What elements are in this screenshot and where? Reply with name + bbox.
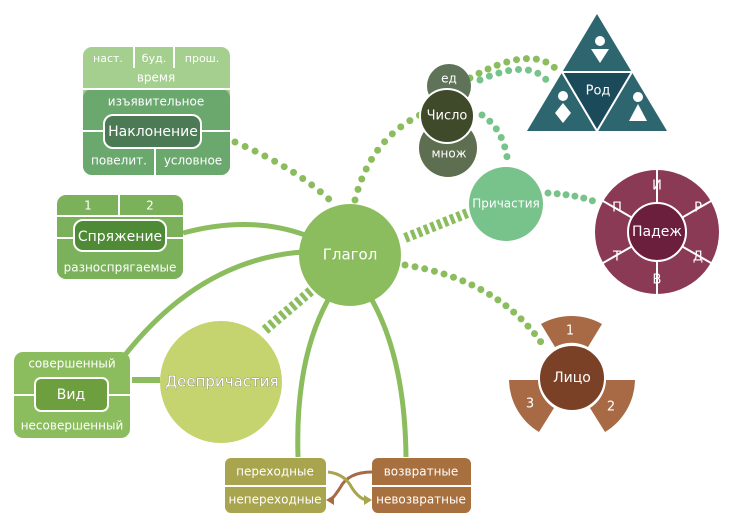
connector-chislo-prich: [478, 111, 512, 169]
lico-1: 1: [566, 324, 574, 339]
spryazhenie-2: 2: [146, 199, 154, 213]
spryazhenie-1: 1: [84, 199, 92, 213]
naklonenie-label: Наклонение: [108, 124, 198, 140]
deeprichastiya-label: Деепричастия: [165, 373, 278, 391]
deeprichastiya-node[interactable]: Деепричастия: [160, 321, 282, 443]
padezh-node[interactable]: Падеж И Р Д В Т П: [595, 170, 719, 294]
padezh-r: Р: [694, 201, 702, 216]
connector-deeprich: [261, 286, 316, 334]
prichastiya-label: Причастия: [472, 197, 540, 211]
prichastiya-node[interactable]: Причастия: [469, 167, 543, 241]
spryazhenie-node[interactable]: 1 2 Спряжение разноспрягаемые: [57, 195, 183, 279]
spryazhenie-label: Спряжение: [78, 229, 162, 245]
lico-label: Лицо: [553, 370, 591, 386]
vozvratnye: возвратные: [384, 465, 459, 479]
padezh-p: П: [612, 201, 622, 216]
vid-bottom: несовершенный: [21, 419, 124, 433]
neperehodnye: непереходные: [229, 493, 322, 507]
center-node[interactable]: Глагол: [299, 204, 401, 306]
vid-node[interactable]: совершенный Вид несовершенный: [14, 352, 130, 438]
chislo-label: Число: [427, 109, 468, 124]
connector-rod-1: [466, 55, 559, 82]
connector-perehodnye: [295, 298, 331, 458]
padezh-i: И: [652, 179, 662, 194]
rod-node[interactable]: Род: [527, 14, 667, 133]
vozvratnost-node[interactable]: возвратные невозвратные: [372, 458, 471, 513]
vid-top: совершенный: [28, 357, 115, 371]
padezh-label: Падеж: [632, 224, 682, 240]
perehodnye: переходные: [236, 465, 314, 479]
connector-naklonenie: [231, 138, 339, 209]
center-label: Глагол: [323, 246, 378, 264]
connectors: [123, 55, 602, 505]
connector-chislo: [351, 111, 424, 204]
lico-node[interactable]: Лицо 1 2 3: [509, 315, 635, 432]
rod-label: Род: [586, 84, 611, 99]
connector-lico: [401, 261, 549, 352]
arrow-head-right-icon: [364, 495, 372, 505]
time-nast: наст.: [93, 52, 123, 65]
connector-spryazhenie: [182, 222, 306, 238]
naklonenie-bottom-left: повелит.: [91, 154, 147, 168]
chislo-ed: ед: [441, 72, 457, 86]
time-bud: буд.: [142, 52, 166, 65]
feminine-figure-icon: [629, 92, 647, 121]
lico-2: 2: [607, 400, 615, 415]
padezh-v: В: [653, 273, 662, 288]
connector-rod-2: [476, 66, 552, 86]
connector-vozvratnye: [369, 298, 409, 458]
naklonenie-top: изъявительное: [108, 95, 204, 109]
time-prosh: прош.: [185, 52, 219, 65]
chislo-mnozh: множ: [431, 147, 466, 161]
neuter-figure-icon: [555, 91, 571, 123]
masculine-figure-icon: [591, 36, 609, 63]
connector-padezh: [544, 189, 602, 207]
spryazhenie-bottom: разноспрягаемые: [64, 261, 177, 275]
vid-label: Вид: [57, 387, 85, 403]
chislo-node[interactable]: ед Число множ: [419, 64, 477, 177]
connector-vid: [123, 249, 303, 357]
time-label: время: [137, 71, 175, 85]
connector-prichastiya: [403, 207, 472, 243]
lico-3: 3: [526, 397, 534, 412]
perehodnost-node[interactable]: переходные непереходные: [225, 458, 326, 513]
padezh-d: Д: [693, 250, 703, 265]
naklonenie-node[interactable]: наст. буд. прош. время изъявительное Нак…: [83, 47, 230, 175]
padezh-t: Т: [612, 250, 621, 265]
arrow-perehod: [327, 470, 369, 502]
naklonenie-bottom-right: условное: [164, 154, 222, 168]
arrow-head-left-icon: [326, 495, 334, 505]
nevozvratnye: невозвратные: [376, 493, 466, 507]
